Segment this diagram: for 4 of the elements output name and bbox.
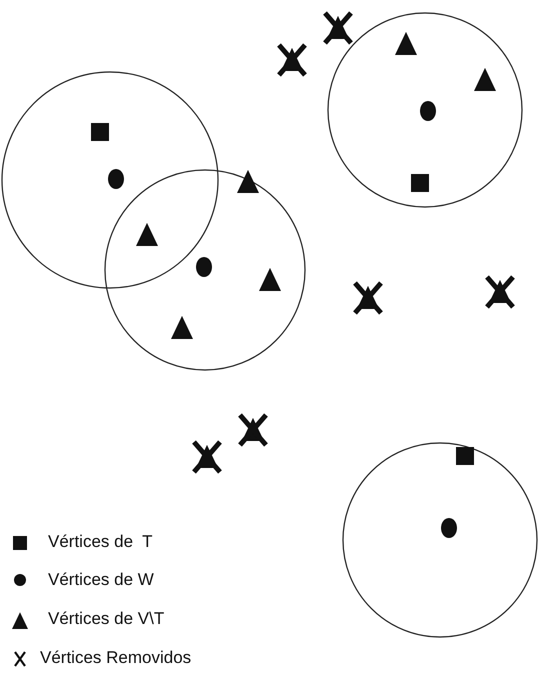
legend-label: Vértices de W	[48, 570, 154, 590]
legend-label: Vértices de T	[48, 532, 153, 552]
legend-label: Vértices Removidos	[40, 648, 192, 668]
legend-label: Vértices de V\T	[48, 609, 164, 629]
